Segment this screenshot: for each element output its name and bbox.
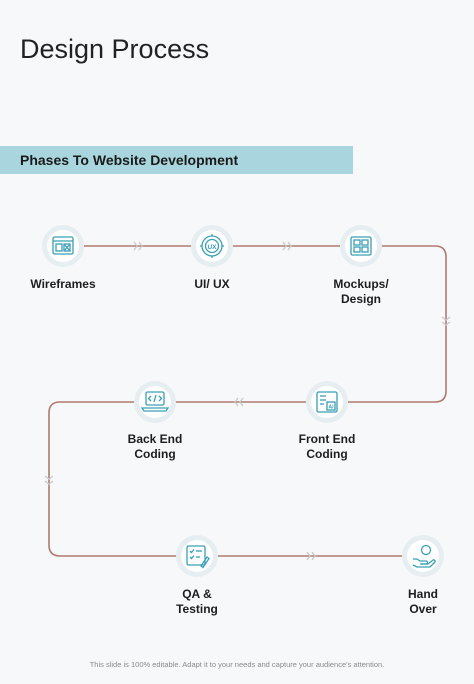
mockup-grid-icon bbox=[350, 236, 372, 256]
ux-circle-icon bbox=[200, 234, 224, 258]
step-node-mockups bbox=[340, 225, 382, 267]
ai-badge-text: AI bbox=[329, 405, 335, 411]
step-node-wireframes bbox=[42, 225, 84, 267]
step-label-ui-ux: UI/ UX bbox=[194, 277, 230, 291]
step-label-mockups: Mockups/ Design bbox=[333, 277, 389, 306]
banner-label: Phases To Website Development bbox=[20, 152, 239, 168]
step-label-qa-testing: QA & Testing bbox=[176, 587, 218, 616]
step-label-hand-over: Hand Over bbox=[408, 587, 438, 616]
step-node-back-end bbox=[134, 381, 176, 423]
arrow-right-icon bbox=[306, 551, 316, 561]
section-banner: Phases To Website Development bbox=[0, 146, 353, 174]
code-laptop-icon bbox=[140, 391, 170, 412]
step-label-back-end: Back End Coding bbox=[127, 432, 183, 461]
arrow-down-icon bbox=[441, 316, 451, 326]
step-node-qa-testing bbox=[176, 535, 218, 577]
arrow-left-icon bbox=[234, 397, 244, 407]
arrow-right-icon bbox=[133, 241, 143, 251]
front-end-screen-icon bbox=[316, 391, 338, 413]
hand-handover-icon bbox=[412, 544, 436, 568]
footer-note: This slide is 100% editable. Adapt it to… bbox=[89, 660, 385, 669]
page-title: Design Process bbox=[20, 34, 210, 64]
step-node-front-end: AI bbox=[306, 381, 348, 423]
checklist-pencil-icon bbox=[186, 545, 210, 569]
wireframe-layout-icon bbox=[52, 236, 74, 255]
step-node-hand-over bbox=[402, 535, 444, 577]
step-label-front-end: Front End Coding bbox=[298, 432, 356, 461]
step-label-wireframes: Wireframes bbox=[30, 277, 96, 291]
arrow-right-icon bbox=[282, 241, 292, 251]
process-connector-line bbox=[48, 245, 447, 557]
ux-badge-text: UX bbox=[207, 244, 217, 251]
arrow-down-icon bbox=[44, 475, 54, 485]
step-node-ui-ux: UX bbox=[191, 225, 233, 267]
